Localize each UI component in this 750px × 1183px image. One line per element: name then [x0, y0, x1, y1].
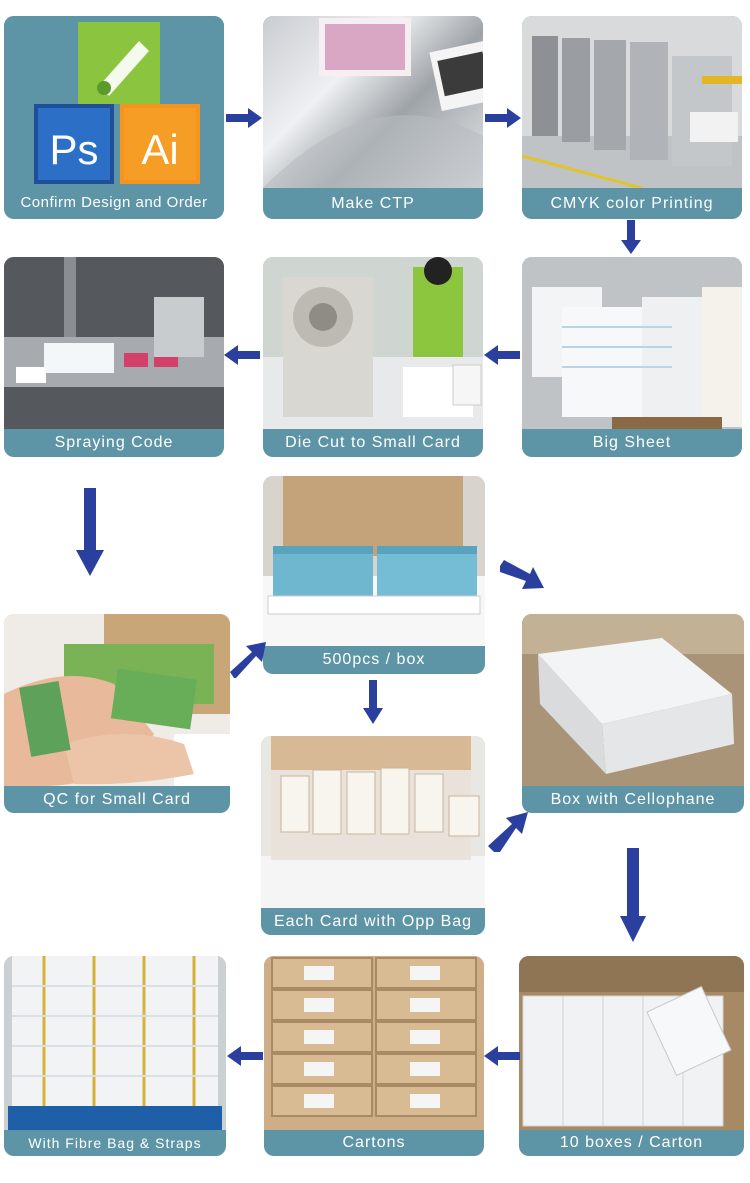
step-label: CMYK color Printing [550, 194, 714, 212]
step-big-sheet: Big Sheet [522, 257, 742, 457]
step-qc-small-card: QC for Small Card [4, 614, 230, 813]
step-confirm-design: Ps Ai Confirm Design and Order [4, 16, 224, 219]
step-label: Each Card with Opp Bag [273, 912, 473, 930]
step-box-cellophane: Box with Cellophane [522, 614, 744, 813]
step-label: 500pcs / box [322, 651, 426, 668]
step-label: Big Sheet [592, 434, 672, 451]
step-die-cut: Die Cut to Small Card [263, 257, 483, 457]
arrow-down-icon [621, 220, 641, 254]
ai-logo-text: Ai [141, 126, 178, 173]
die-cut-machine-photo [263, 257, 483, 429]
step-label: Cartons [342, 1134, 406, 1151]
big-sheet-stack-photo [522, 257, 742, 429]
step-cmyk-printing: CMYK color Printing [522, 16, 742, 219]
arrow-down-right-icon [500, 560, 544, 590]
step-opp-bag: Each Card with Opp Bag [261, 736, 485, 935]
step-10-boxes-carton: 10 boxes / Carton [519, 956, 744, 1156]
boxes-in-carton-photo [519, 956, 744, 1130]
ctp-plate-photo [263, 16, 483, 188]
arrow-left-icon [484, 1046, 520, 1066]
qc-hands-photo [4, 614, 230, 786]
step-label: 10 boxes / Carton [559, 1134, 704, 1151]
arrow-right-icon [485, 108, 521, 128]
step-label: Box with Cellophane [550, 790, 716, 808]
opp-bag-cards-photo [261, 736, 485, 908]
cartons-stack-photo [264, 956, 484, 1130]
arrow-right-icon [226, 108, 262, 128]
cellophane-box-photo [522, 614, 744, 786]
arrow-down-icon [76, 488, 104, 576]
step-spraying-code: Spraying Code [4, 257, 224, 457]
pallet-straps-photo [4, 956, 226, 1130]
arrow-up-right-icon [230, 642, 266, 678]
arrow-up-right-icon [488, 812, 528, 852]
arrow-left-icon [227, 1046, 263, 1066]
step-cartons: Cartons [264, 956, 484, 1156]
step-label: Confirm Design and Order [20, 194, 208, 211]
step-make-ctp: Make CTP [263, 16, 483, 219]
step-fibre-bag: With Fibre Bag & Straps [4, 956, 226, 1156]
box-with-cards-photo [263, 476, 485, 646]
step-label: Make CTP [331, 194, 415, 212]
arrow-left-icon [224, 345, 260, 365]
step-label: Spraying Code [54, 434, 174, 451]
printing-press-photo [522, 16, 742, 188]
arrow-down-icon [620, 848, 646, 942]
step-label: Die Cut to Small Card [285, 434, 461, 451]
step-500pcs-box: 500pcs / box [263, 476, 485, 674]
arrow-left-icon [484, 345, 520, 365]
design-software-logos: Ps Ai [4, 16, 224, 186]
step-label: With Fibre Bag & Straps [28, 1135, 202, 1151]
spraying-machine-photo [4, 257, 224, 429]
step-label: QC for Small Card [43, 790, 191, 808]
arrow-down-icon [363, 680, 383, 724]
ps-logo-text: Ps [49, 126, 98, 173]
